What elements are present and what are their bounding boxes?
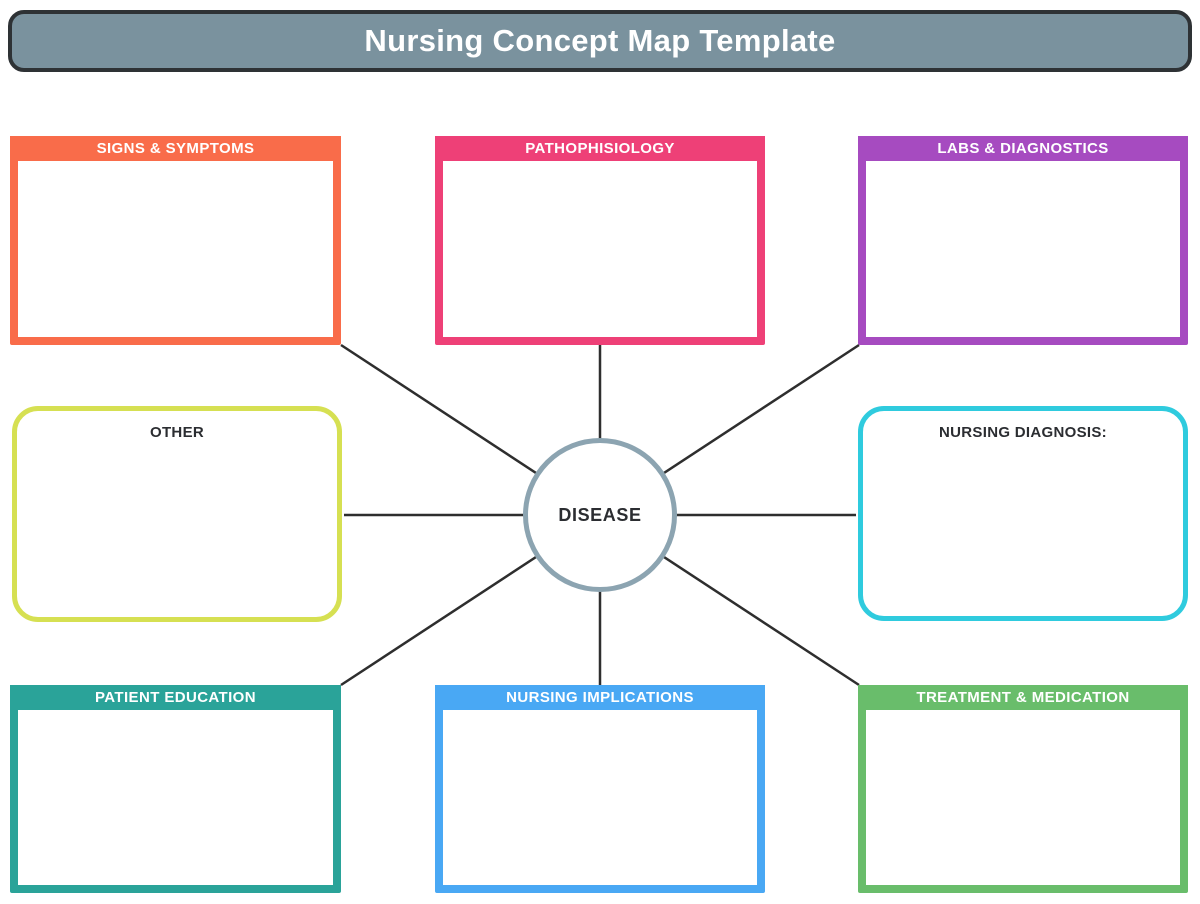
- box-label-other: OTHER: [150, 424, 204, 441]
- box-header-signs-symptoms: SIGNS & SYMPTOMS: [10, 136, 341, 161]
- box-content-nursing-implications[interactable]: [443, 710, 757, 885]
- disease-label: DISEASE: [558, 504, 642, 525]
- box-header-nursing-implications: NURSING IMPLICATIONS: [435, 685, 765, 710]
- box-pathophisiology: PATHOPHISIOLOGY: [435, 136, 765, 345]
- disease-node[interactable]: DISEASE: [523, 438, 677, 592]
- box-content-patient-education[interactable]: [18, 710, 333, 885]
- page-title: Nursing Concept Map Template: [364, 23, 836, 58]
- box-treatment-medication: TREATMENT & MEDICATION: [858, 685, 1188, 893]
- box-header-patient-education: PATIENT EDUCATION: [10, 685, 341, 710]
- box-nursing-implications: NURSING IMPLICATIONS: [435, 685, 765, 893]
- box-nursing-diagnosis[interactable]: NURSING DIAGNOSIS:: [858, 406, 1188, 621]
- box-content-pathophisiology[interactable]: [443, 161, 757, 337]
- box-patient-education: PATIENT EDUCATION: [10, 685, 341, 893]
- box-content-signs-symptoms[interactable]: [18, 161, 333, 337]
- box-labs-diagnostics: LABS & DIAGNOSTICS: [858, 136, 1188, 345]
- box-header-labs-diagnostics: LABS & DIAGNOSTICS: [858, 136, 1188, 161]
- box-header-treatment-medication: TREATMENT & MEDICATION: [858, 685, 1188, 710]
- box-other[interactable]: OTHER: [12, 406, 342, 622]
- box-label-nursing-diagnosis: NURSING DIAGNOSIS:: [939, 424, 1107, 441]
- box-signs-symptoms: SIGNS & SYMPTOMS: [10, 136, 341, 345]
- title-bar: Nursing Concept Map Template: [8, 10, 1192, 72]
- box-header-pathophisiology: PATHOPHISIOLOGY: [435, 136, 765, 161]
- box-content-treatment-medication[interactable]: [866, 710, 1180, 885]
- box-content-labs-diagnostics[interactable]: [866, 161, 1180, 337]
